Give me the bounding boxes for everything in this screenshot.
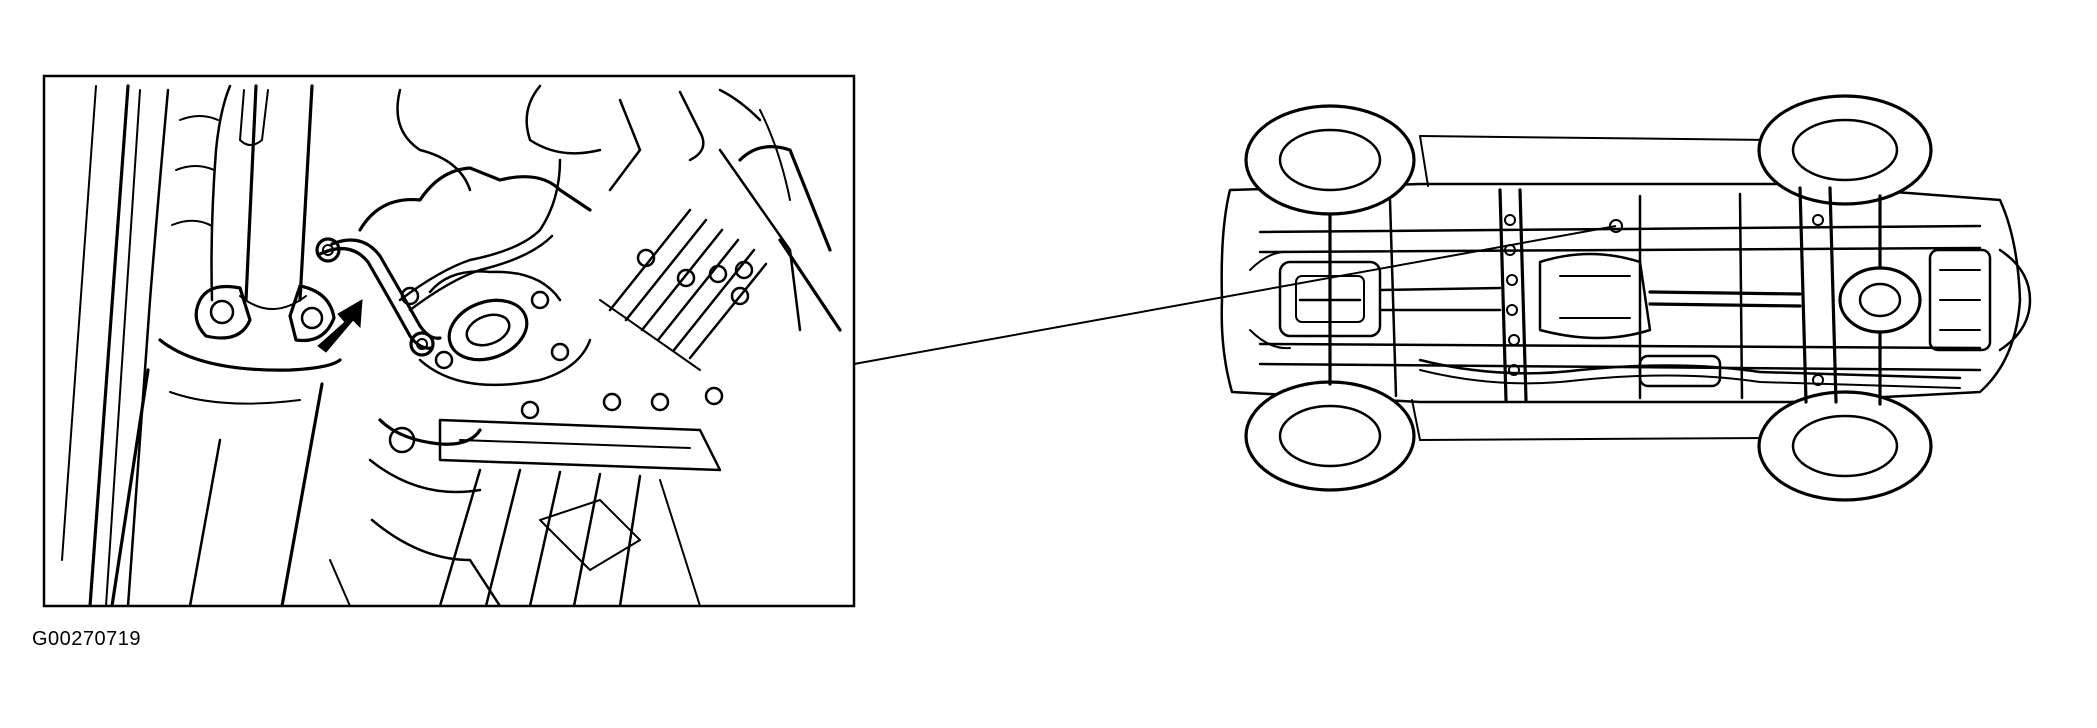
detail-frame (42, 74, 856, 608)
front-left-wheel (1244, 104, 1416, 216)
detail-view (42, 74, 856, 608)
rear-right-wheel (1757, 390, 1933, 502)
vehicle-underside (1220, 94, 2032, 502)
rear-left-wheel (1757, 94, 1933, 206)
figure-id-label: G00270719 (32, 628, 142, 650)
front-right-wheel (1244, 380, 1416, 492)
arrow-icon (317, 299, 363, 353)
leader-line (853, 225, 1617, 365)
detail-drawing (61, 84, 842, 606)
